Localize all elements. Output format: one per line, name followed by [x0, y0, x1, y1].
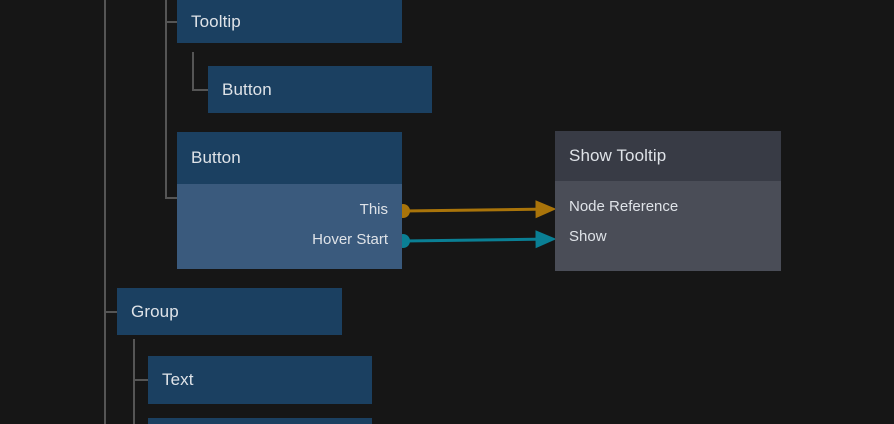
port-in-show[interactable]: Show — [555, 221, 781, 251]
port-out-hover-start[interactable]: Hover Start — [177, 224, 402, 254]
port-out-hover-start-label: Hover Start — [312, 230, 388, 248]
tree-tick-button — [165, 197, 178, 199]
node-button-title: Button — [177, 132, 402, 184]
port-out-this-label: This — [359, 200, 388, 218]
node-inner-button[interactable]: Button — [208, 66, 432, 113]
tree-tick-group — [104, 311, 117, 313]
tree-tick-text — [133, 379, 149, 381]
node-text-title: Text — [148, 356, 372, 404]
node-inner-button-title: Button — [208, 66, 432, 113]
node-tooltip-title: Tooltip — [177, 0, 402, 43]
node-show-tooltip-body: Node Reference Show — [555, 181, 781, 271]
tree-trunk-inner-button — [192, 52, 194, 91]
wire-this-to-node-reference — [396, 200, 557, 219]
node-button-body: This Hover Start — [177, 184, 402, 269]
node-partial-bottom-title — [148, 418, 372, 424]
port-out-this[interactable]: This — [177, 194, 402, 224]
node-button[interactable]: Button This Hover Start — [177, 132, 402, 269]
tree-trunk-group-children — [133, 339, 135, 424]
tree-trunk-root — [104, 0, 106, 424]
node-group-title: Group — [117, 288, 342, 335]
node-partial-bottom[interactable] — [148, 418, 372, 424]
node-group[interactable]: Group — [117, 288, 342, 335]
node-show-tooltip-title: Show Tooltip — [555, 131, 781, 181]
node-tooltip[interactable]: Tooltip — [177, 0, 402, 43]
port-in-node-reference-label: Node Reference — [569, 197, 679, 215]
port-in-show-label: Show — [569, 227, 607, 245]
wire-hover-start-to-show — [396, 230, 557, 249]
node-text[interactable]: Text — [148, 356, 372, 404]
tree-trunk-tooltip-children — [165, 0, 167, 199]
port-in-node-reference[interactable]: Node Reference — [555, 191, 781, 221]
tree-tick-inner-button — [192, 89, 209, 91]
node-show-tooltip[interactable]: Show Tooltip Node Reference Show — [555, 131, 781, 271]
tree-tick-tooltip — [165, 21, 178, 23]
